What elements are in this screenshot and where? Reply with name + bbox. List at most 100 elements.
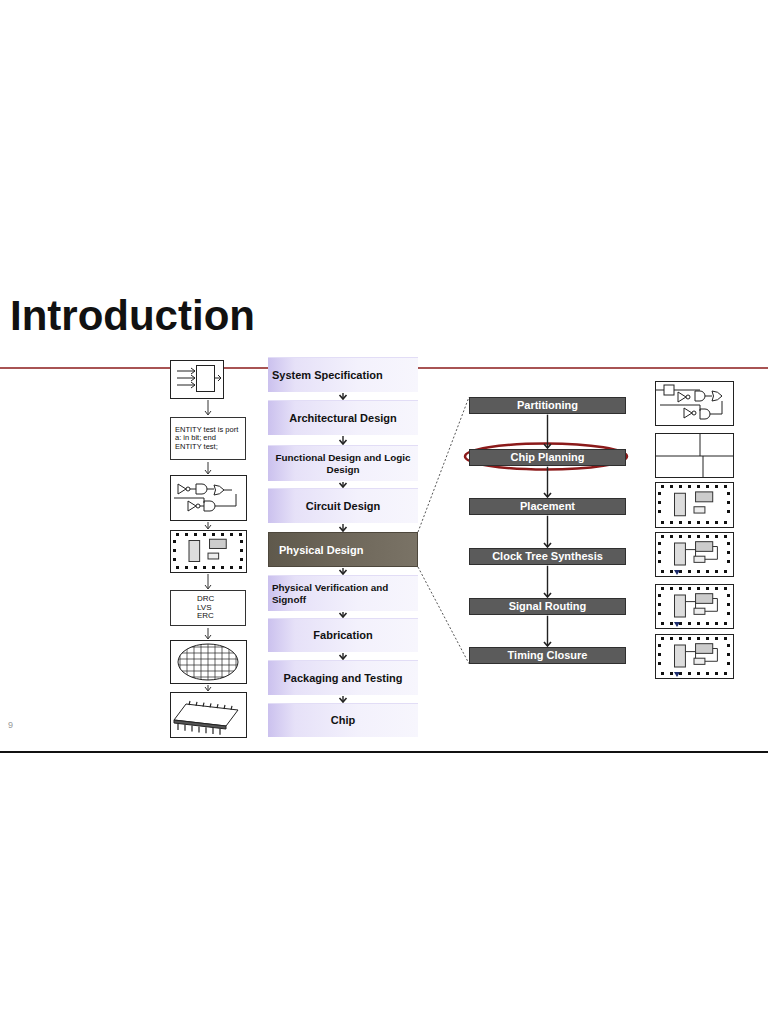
wafer-grid (222, 642, 223, 682)
chip-icon (171, 693, 247, 738)
wafer-grid (176, 671, 240, 672)
arrowhead (544, 444, 551, 448)
pin-pad (715, 672, 718, 675)
pin-pad (727, 603, 730, 606)
cell-block (696, 594, 713, 604)
cell-block (694, 658, 705, 664)
pin-pad (239, 533, 242, 536)
flow-arrow (544, 616, 551, 646)
pin-pad (727, 501, 730, 504)
step-bar: Placement (469, 498, 626, 515)
pin-pad (727, 542, 730, 545)
cell-block (675, 493, 686, 516)
pin-pad (706, 535, 709, 538)
cell-block (675, 645, 686, 667)
pin-pad (697, 622, 700, 625)
pin-pad (688, 535, 691, 538)
floorplan-icon (656, 434, 734, 478)
step-bar: Timing Closure (469, 647, 626, 664)
pin-pad (661, 587, 664, 590)
process-box: Chip (268, 703, 418, 737)
pin-pad (697, 587, 700, 590)
cell-block (675, 543, 686, 565)
pin-pad (715, 570, 718, 573)
wire (705, 599, 717, 612)
check-box: DRC LVS ERC (170, 590, 246, 626)
box-label: Architectural Design (289, 412, 397, 425)
pin-pad (221, 566, 224, 569)
pin-pad (658, 551, 661, 554)
pin-pad (658, 603, 661, 606)
box-label: Clock Tree Synthesis (492, 550, 603, 563)
wafer-icon (171, 641, 247, 684)
pin-pad (715, 622, 718, 625)
connector-line (418, 397, 469, 532)
pin-pad (697, 672, 700, 675)
pin-pad (724, 570, 727, 573)
chip-pin (205, 727, 206, 733)
pin-pad (706, 637, 709, 640)
flow-arrow (340, 653, 347, 659)
box-label: Timing Closure (508, 649, 588, 662)
cell-block (696, 492, 713, 502)
pin-pad (679, 521, 682, 524)
layout-icons (656, 483, 734, 679)
process-box: Functional Design and Logic Design (268, 445, 418, 481)
pin-pad (661, 570, 664, 573)
wafer-grid (201, 642, 202, 682)
pin-pad (727, 551, 730, 554)
chip-pin (231, 706, 232, 710)
pin-pad (240, 558, 243, 561)
connector-line (547, 415, 548, 448)
arrowhead (340, 698, 347, 702)
pin-pad (661, 521, 664, 524)
pin-pad (688, 485, 691, 488)
wire (705, 649, 717, 662)
layout-icon (171, 531, 247, 573)
chip-pin (191, 726, 192, 732)
step-bar: Signal Routing (469, 598, 626, 615)
process-box: Circuit Design (268, 488, 418, 523)
arrowhead (340, 395, 347, 399)
chip-pin (210, 703, 211, 707)
netlist-icon (655, 382, 734, 426)
cell-block (694, 507, 705, 513)
process-box-highlighted: Physical Design (268, 532, 418, 567)
box-label: Fabrication (313, 629, 372, 642)
cell-block (675, 595, 686, 617)
arrowhead (544, 642, 551, 646)
clock-source (674, 672, 680, 677)
flow-arrow (340, 612, 347, 617)
pin-pad (230, 566, 233, 569)
pin-pad (715, 521, 718, 524)
pin-pad (658, 560, 661, 563)
flow-arrow (340, 436, 347, 444)
flow-arrow (544, 516, 551, 547)
pin-pad (173, 540, 176, 543)
pin-pad (688, 672, 691, 675)
wire (685, 550, 695, 557)
box-label: Signal Routing (509, 600, 587, 613)
arrowhead (340, 483, 347, 487)
chip-pin (224, 705, 225, 709)
pin-pad (727, 662, 730, 665)
pin-pad (658, 542, 661, 545)
pin-pad (706, 485, 709, 488)
pin-pad (658, 653, 661, 656)
pin-pad (724, 485, 727, 488)
pin-pad (670, 672, 673, 675)
box-label: Partitioning (517, 399, 578, 412)
pin-pad (688, 521, 691, 524)
pin-pad (658, 612, 661, 615)
clock-source (674, 622, 680, 627)
arrowhead (340, 655, 347, 659)
pin-pad (176, 566, 179, 569)
pin-pad (670, 570, 673, 573)
flow-arrow (340, 568, 347, 574)
wafer-grid (180, 642, 181, 682)
chip-pin (219, 729, 220, 735)
pin-pad (194, 566, 197, 569)
process-box: Architectural Design (268, 400, 418, 435)
process-box: System Specification (268, 357, 418, 392)
